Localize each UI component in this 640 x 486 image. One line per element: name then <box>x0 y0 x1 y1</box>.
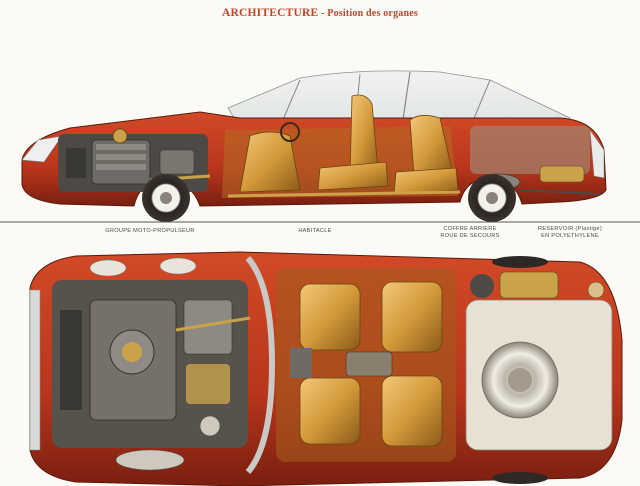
top-cabin <box>276 268 456 462</box>
side-engine-bay <box>58 128 211 192</box>
side-cabin <box>222 94 461 198</box>
title-sep: - <box>318 8 328 19</box>
title-main: ARCHITECTURE <box>222 7 319 19</box>
top-engine-bay <box>52 280 251 448</box>
caption-trunk: COFFRE ARRIERE ROUE DE SECOURS <box>440 226 500 239</box>
caption-tank: RESERVOIR (Plastigé) EN POLYETHYLENE <box>537 226 603 239</box>
side-view <box>21 70 607 222</box>
title-sub: Position des organes <box>327 8 418 19</box>
caption-cabin: HABITACLE <box>298 228 332 234</box>
top-view <box>29 251 623 486</box>
page-title: ARCHITECTURE - Position des organes <box>0 7 640 19</box>
caption-engine: GROUPE MOTO-PROPULSEUR <box>105 228 195 234</box>
top-trunk <box>465 271 613 451</box>
side-greenhouse <box>227 70 571 129</box>
side-trunk <box>470 126 601 195</box>
